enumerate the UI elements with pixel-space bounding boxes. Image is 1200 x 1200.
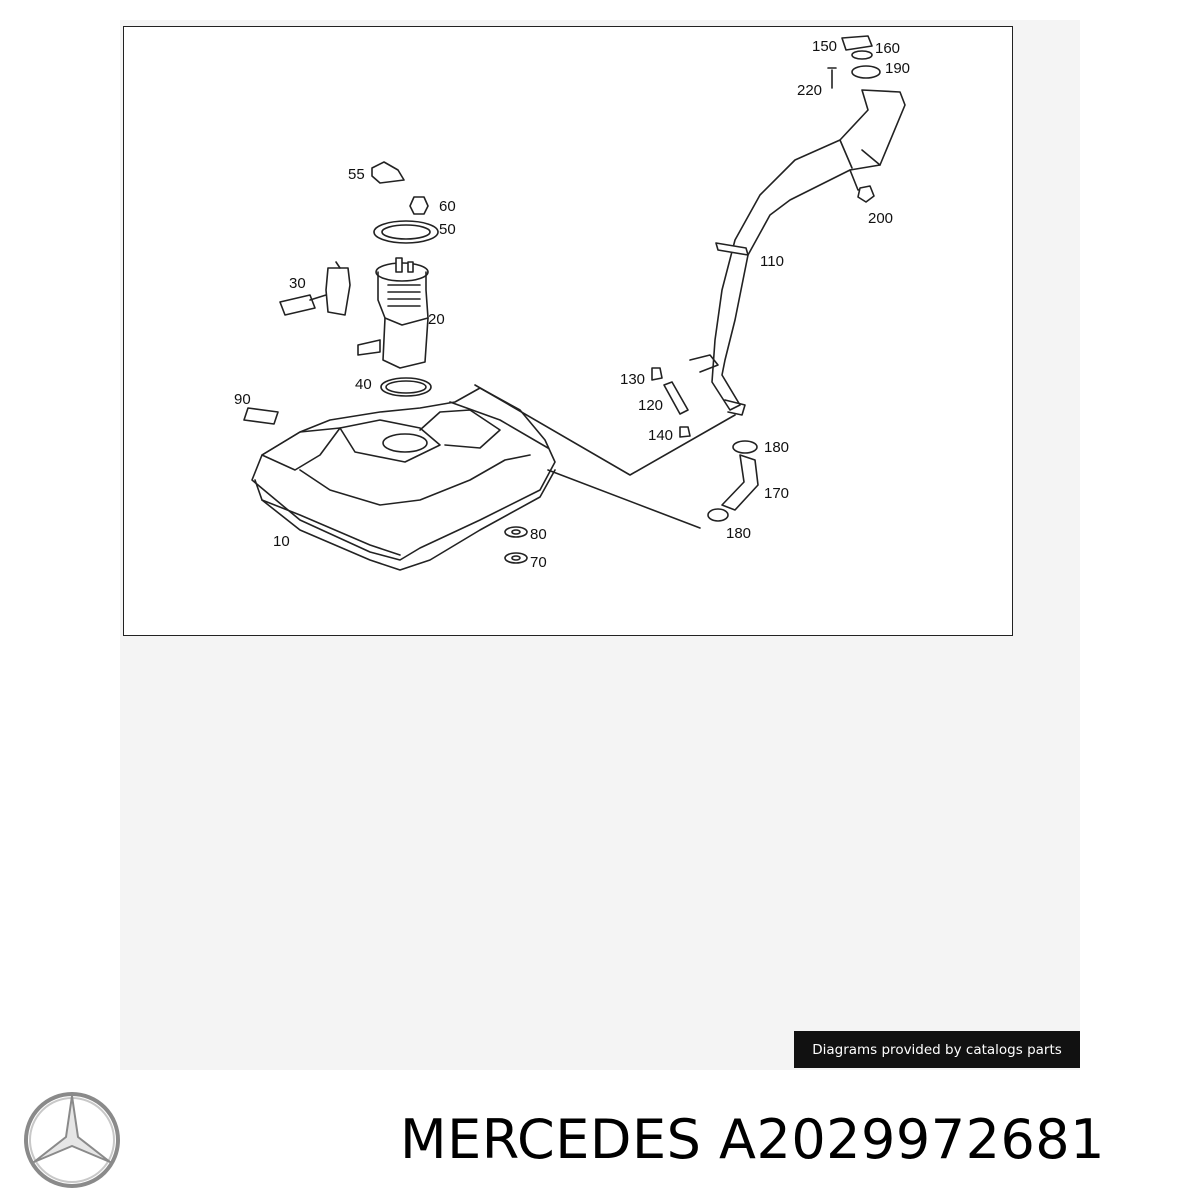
callout-10: 10 [273, 533, 290, 550]
callout-40: 40 [355, 376, 372, 393]
nut-part-60 [409, 196, 429, 215]
callout-30: 30 [289, 275, 306, 292]
callout-55: 55 [348, 166, 365, 183]
callout-20: 20 [428, 311, 445, 328]
callout-180-upper: 180 [764, 439, 789, 456]
hose-part-120 [663, 381, 689, 415]
fuel-tank-part-10 [251, 387, 556, 571]
credit-banner: Diagrams provided by catalogs parts [794, 1031, 1080, 1068]
callout-170: 170 [764, 485, 789, 502]
callout-50: 50 [439, 221, 456, 238]
brand-part-number: MERCEDES A2029972681 [400, 1108, 1105, 1171]
fuel-pump-part-20 [357, 257, 429, 369]
sender-part-30 [279, 261, 351, 316]
hose-part-170 [721, 454, 759, 511]
callout-190: 190 [885, 60, 910, 77]
clamp-part-180-lower [707, 508, 729, 522]
callout-130: 130 [620, 371, 645, 388]
plug-part-130 [651, 367, 663, 381]
callout-180-lower: 180 [726, 525, 751, 542]
washer-part-80 [504, 526, 528, 538]
callout-220: 220 [797, 82, 822, 99]
leader-line-2 [547, 469, 701, 529]
seal-ring-part-40 [380, 377, 432, 397]
callout-labels: 150 160 190 220 200 110 55 60 50 30 20 4… [234, 38, 910, 571]
callout-80: 80 [530, 526, 547, 543]
callout-90: 90 [234, 391, 251, 408]
brand-name: MERCEDES [400, 1108, 702, 1171]
pad-part-90 [243, 407, 279, 425]
screw-part-220 [827, 67, 837, 89]
gasket-part-160 [851, 50, 873, 60]
leader-line [474, 384, 736, 476]
mercedes-star-icon [24, 1092, 120, 1188]
grommet-part-70 [504, 552, 528, 564]
fuel-system-diagram: 150 160 190 220 200 110 55 60 50 30 20 4… [234, 35, 910, 571]
lock-ring-part-50 [373, 220, 439, 244]
part-number: A2029972681 [719, 1108, 1106, 1171]
callout-150: 150 [812, 38, 837, 55]
ring-part-190 [851, 65, 881, 79]
clip-part-55 [371, 161, 405, 184]
filler-neck-part-110 [689, 89, 906, 416]
callout-70: 70 [530, 554, 547, 571]
clamp-part-180-upper [732, 440, 758, 454]
callout-60: 60 [439, 198, 456, 215]
nut-part-200 [857, 185, 875, 203]
callout-110: 110 [760, 253, 784, 270]
fuel-cap-part-150 [841, 35, 873, 51]
clip-part-140 [679, 426, 691, 438]
callout-120: 120 [638, 397, 663, 414]
callout-160: 160 [875, 40, 900, 57]
callout-140: 140 [648, 427, 673, 444]
callout-200: 200 [868, 210, 893, 227]
